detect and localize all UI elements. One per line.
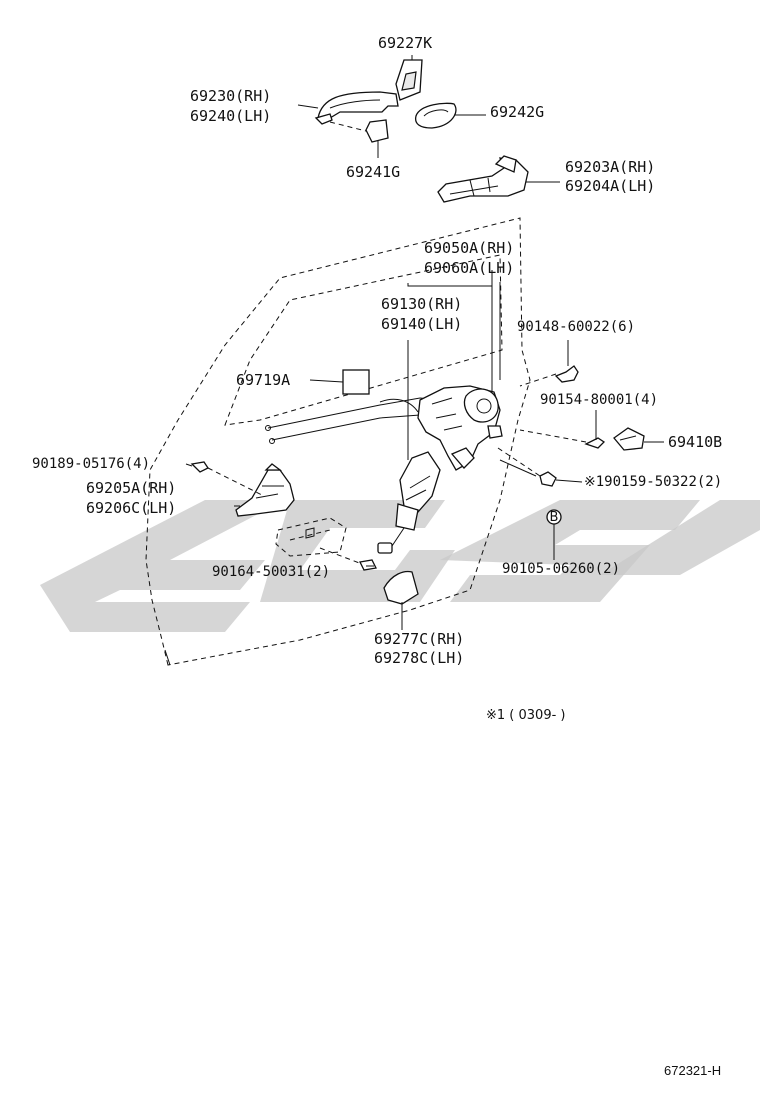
label-90159: ※190159-50322(2) xyxy=(584,474,722,490)
label-69240: 69240(LH) xyxy=(190,107,271,125)
label-69277c: 69277C(RH) xyxy=(374,630,464,648)
label-69203a: 69203A(RH) xyxy=(565,158,655,176)
door-outline xyxy=(145,217,531,666)
inside-handle-bezel xyxy=(275,517,347,557)
handle-pad-small xyxy=(365,119,389,143)
callout-b-marker: B xyxy=(546,509,562,525)
label-69241g: 69241G xyxy=(346,163,400,181)
label-90154: 90154-80001(4) xyxy=(540,392,658,408)
handle-frame xyxy=(437,155,529,203)
label-69242g: 69242G xyxy=(490,103,544,121)
door-lock-assembly xyxy=(417,385,503,471)
label-69204a: 69204A(LH) xyxy=(565,177,655,195)
diagram-code: 672321-H xyxy=(664,1063,721,1078)
leader-lines xyxy=(185,55,664,630)
inside-handle xyxy=(207,463,295,517)
bolt-90159 xyxy=(539,471,557,487)
callout-b-text: B xyxy=(550,510,559,525)
label-90105: 90105-06260(2) xyxy=(502,561,620,577)
handle-cap xyxy=(395,59,423,101)
service-hole-cover xyxy=(309,369,370,395)
label-69206c: 69206C(LH) xyxy=(86,499,176,517)
screw-90164 xyxy=(319,547,377,571)
label-90148: 90148-60022(6) xyxy=(517,319,635,335)
label-69060a: 69060A(LH) xyxy=(424,259,514,277)
outside-handle xyxy=(314,91,399,133)
footnote: ※1 ( 0309- ) xyxy=(486,708,565,723)
label-69140: 69140(LH) xyxy=(381,315,462,333)
label-90189: 90189-05176(4) xyxy=(32,456,150,472)
label-69130: 69130(RH) xyxy=(381,295,462,313)
door-lock-actuator xyxy=(377,340,441,554)
label-69278c: 69278C(LH) xyxy=(374,649,464,667)
handle-pad xyxy=(414,102,457,129)
label-69230: 69230(RH) xyxy=(190,87,271,105)
label-69205a: 69205A(RH) xyxy=(86,479,176,497)
door-striker xyxy=(613,427,645,451)
label-69050a: 69050A(RH) xyxy=(424,239,514,257)
label-90164: 90164-50031(2) xyxy=(212,564,330,580)
screw-90154 xyxy=(584,437,606,449)
part-labels: 69227K 69230(RH) 69240(LH) 69242G 69241G… xyxy=(32,34,722,667)
door-lock-bezel xyxy=(383,570,419,605)
screw-90189 xyxy=(190,461,209,473)
label-69410b: 69410B xyxy=(668,433,722,451)
label-69719a: 69719A xyxy=(236,371,290,389)
screw-90148 xyxy=(554,365,579,383)
label-69227k: 69227K xyxy=(378,34,432,52)
